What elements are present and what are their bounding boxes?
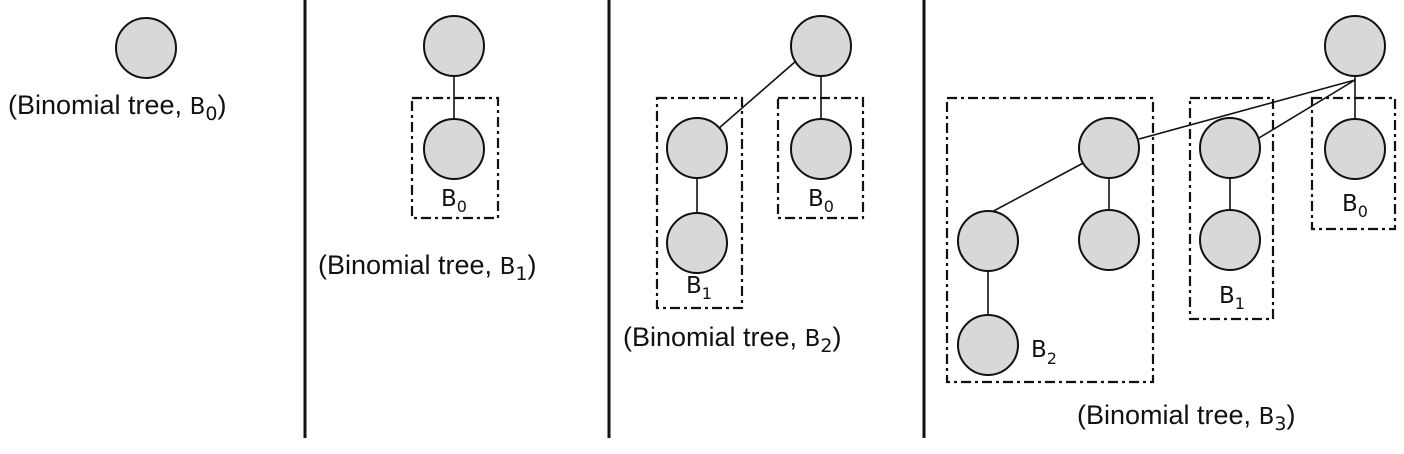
tree-node (957, 314, 1019, 376)
tree-edge (717, 60, 797, 130)
panel-b0: (Binomial tree, B0) (8, 17, 226, 125)
tree-node (1324, 15, 1386, 77)
tree-node (1078, 117, 1140, 179)
tree-node (666, 212, 728, 274)
tree-node (790, 15, 852, 77)
subtree-label: B0 (1342, 191, 1368, 221)
panel-b1: B0 (Binomial tree, B1) (318, 15, 536, 285)
subtree-label: B0 (808, 186, 834, 216)
tree-node (115, 17, 177, 79)
subtree-label: B1 (1219, 283, 1245, 313)
tree-node (423, 118, 485, 180)
subtree-label: B0 (441, 186, 467, 216)
tree-caption: (Binomial tree, B1) (318, 250, 536, 285)
subtree-label: B2 (1031, 337, 1057, 368)
subtree-box-b0 (1310, 96, 1397, 231)
panel-b3: B2 B1 B0 (Binomial tree, B3) (945, 15, 1397, 435)
tree-node (1199, 117, 1261, 179)
tree-node (666, 117, 728, 179)
subtree-box-b1 (655, 96, 744, 310)
tree-node (790, 118, 852, 180)
tree-edge (1138, 79, 1356, 140)
tree-node (1078, 209, 1140, 271)
tree-edge (987, 160, 1088, 215)
subtree-label: B1 (686, 273, 712, 303)
subtree-box-b0 (776, 96, 865, 220)
tree-edge (1253, 79, 1356, 142)
tree-node (1324, 118, 1386, 180)
tree-node (423, 15, 485, 77)
tree-caption: (Binomial tree, B2) (623, 322, 841, 357)
tree-node (957, 210, 1019, 272)
tree-node (1199, 209, 1261, 271)
panel-b2: B1 B0 (Binomial tree, B2) (623, 15, 865, 357)
subtree-box-b2 (945, 96, 1155, 384)
tree-caption: (Binomial tree, B0) (8, 90, 226, 125)
subtree-box-b1 (1188, 96, 1275, 321)
subtree-box-b0 (410, 96, 500, 220)
tree-caption: (Binomial tree, B3) (1077, 400, 1295, 435)
